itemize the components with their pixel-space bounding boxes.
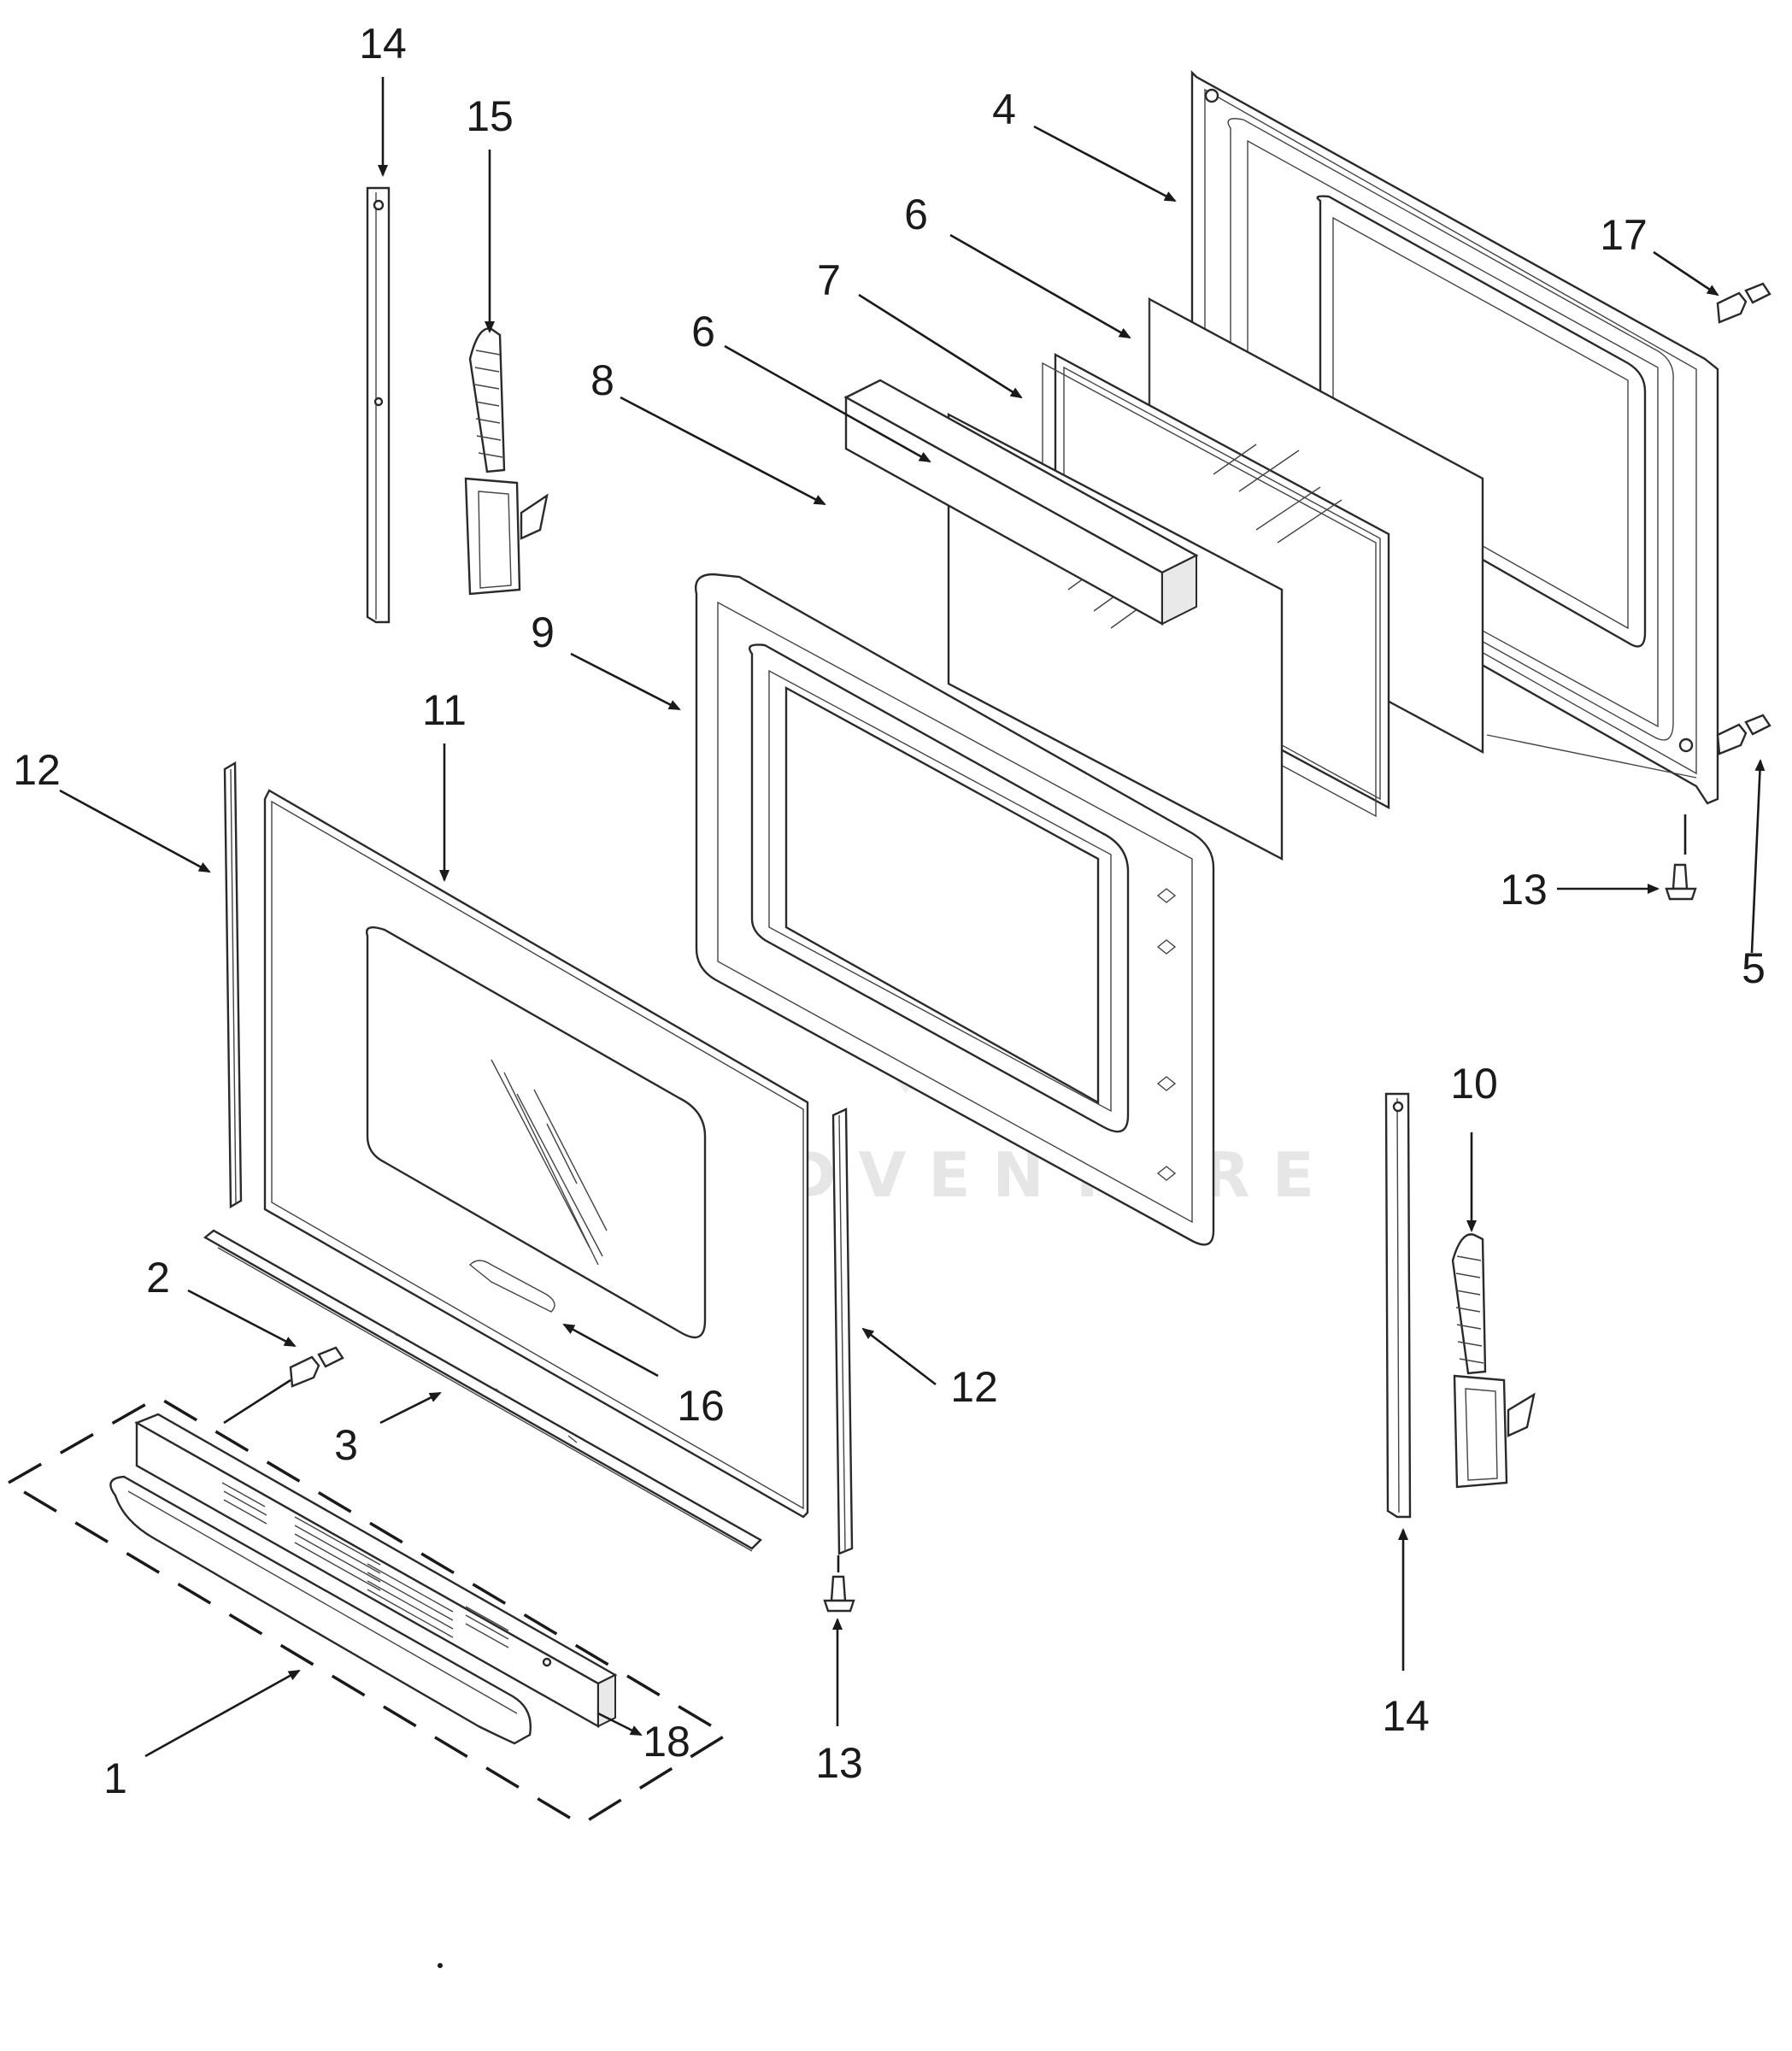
callout-18: 18 xyxy=(643,1718,690,1766)
screw-part-13-bottom xyxy=(823,1575,855,1613)
part-hinge-top xyxy=(464,327,549,596)
screw-part-13-top xyxy=(1665,863,1697,901)
dashed-kit-outline xyxy=(5,1395,730,1827)
part-side-trim-left xyxy=(223,761,243,1209)
part-inner-door-panel xyxy=(1190,70,1719,805)
callout-12-right: 12 xyxy=(950,1363,998,1411)
screw-part-5 xyxy=(1716,714,1771,755)
callout-5: 5 xyxy=(1742,944,1766,992)
callout-11: 11 xyxy=(422,686,467,734)
callout-2: 2 xyxy=(146,1254,170,1302)
part-hinge-channel-bottom xyxy=(1384,1092,1412,1519)
part-hinge-channel-top xyxy=(366,186,391,624)
callout-9: 9 xyxy=(531,608,555,656)
callout-6-rear: 6 xyxy=(904,191,928,238)
part-hinge-bottom xyxy=(1451,1233,1536,1489)
screw-part-2 xyxy=(289,1346,344,1388)
callout-14-top: 14 xyxy=(359,20,407,68)
part-side-trim-right xyxy=(831,1108,854,1555)
callout-3: 3 xyxy=(334,1421,358,1469)
callout-6-front: 6 xyxy=(691,308,715,356)
callout-labels: 14 15 4 6 17 7 6 8 9 11 12 13 5 10 2 16 … xyxy=(13,20,1766,1802)
callout-8: 8 xyxy=(590,356,614,404)
callout-16: 16 xyxy=(677,1382,725,1430)
callout-1: 1 xyxy=(103,1754,127,1802)
leader-lines xyxy=(59,77,1766,1758)
stray-dot xyxy=(438,1963,443,1968)
callout-17: 17 xyxy=(1600,211,1648,259)
callout-14-bottom: 14 xyxy=(1382,1692,1430,1740)
part-vent-trim xyxy=(134,1413,618,1729)
callout-4: 4 xyxy=(992,85,1016,133)
callout-13-top: 13 xyxy=(1500,866,1548,914)
part-bracket-rail xyxy=(203,1229,762,1552)
callout-10: 10 xyxy=(1450,1060,1498,1108)
part-door-handle xyxy=(109,1475,532,1745)
callout-15: 15 xyxy=(466,92,514,140)
callout-7: 7 xyxy=(817,256,841,304)
part-door-liner xyxy=(695,573,1215,1246)
callout-13-bottom: 13 xyxy=(815,1739,863,1787)
callout-12-left: 12 xyxy=(13,746,61,794)
part-outer-door-panel xyxy=(263,789,809,1519)
screw-part-17 xyxy=(1716,282,1771,324)
